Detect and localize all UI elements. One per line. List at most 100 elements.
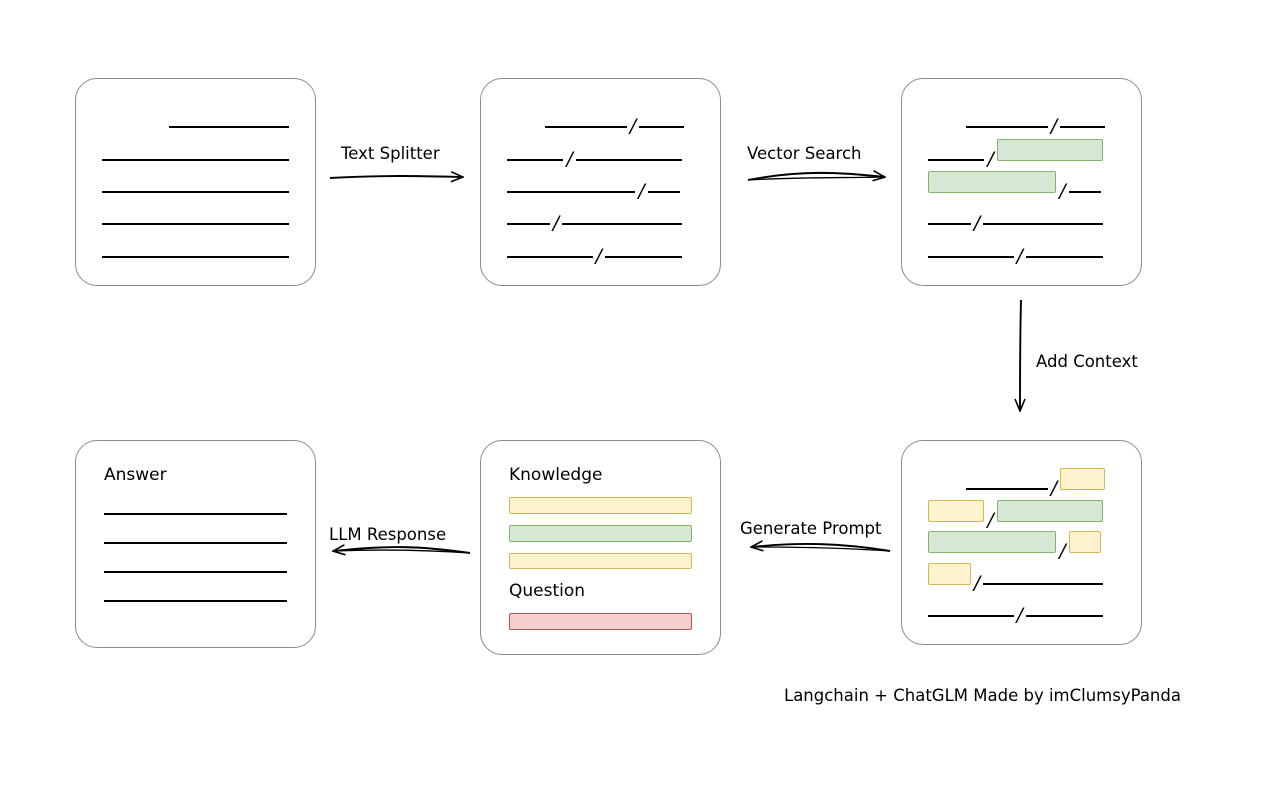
segment-separator: / [638,179,645,202]
text-rule [1025,255,1103,258]
text-rule [102,158,289,161]
text-rule [544,126,627,129]
document-line: / [928,531,1115,563]
segment-separator: / [1016,604,1023,627]
segment-separator: / [1059,179,1066,202]
text-rule [928,158,985,161]
text-rule [647,190,681,193]
arrow-add-context [1020,299,1021,410]
text-rule [1025,615,1103,618]
document-line: / [928,563,1115,595]
document-line [102,106,289,129]
highlight-chip-green [996,499,1103,522]
segment-separator: / [987,508,994,531]
segment-separator: / [1016,244,1023,267]
document-line: / [928,138,1115,170]
text-rule [928,615,1014,618]
highlight-chip-yellow [928,563,971,586]
text-rule [983,223,1103,226]
source-document-lines [76,79,315,285]
document-line: / [928,499,1115,531]
document-line [102,171,289,193]
knowledge-bar-3 [509,552,692,570]
document-line: / [928,106,1115,138]
segment-separator: / [1050,115,1058,138]
document-line: / [507,236,694,265]
segment-separator: / [973,572,981,595]
arrow-text-splitter [329,176,462,178]
split-chunks-box[interactable]: ///// [480,78,721,286]
highlight-chip-yellow [1060,467,1105,490]
edge-label-llm-response: LLM Response [329,525,447,544]
segment-separator: / [566,147,573,170]
document-line: / [507,203,694,235]
edge-label-text-splitter: Text Splitter [341,144,440,163]
arrow-vector-search [747,173,884,180]
footer-credit: Langchain + ChatGLM Made by imClumsyPand… [784,686,1181,705]
text-rule [965,126,1048,129]
text-rule [507,223,550,226]
document-line: / [928,203,1115,235]
text-rule [604,255,682,258]
knowledge-bar-1 [509,497,692,514]
highlight-chip-green [928,531,1057,554]
matched-chunks-box[interactable]: / / / / / [901,78,1142,286]
edge-label-generate-prompt: Generate Prompt [740,519,882,538]
document-line: / [928,236,1115,267]
text-rule [102,223,289,226]
text-rule [169,126,289,129]
document-line [102,203,289,226]
document-line: / [507,139,694,170]
text-rule [639,126,684,129]
matched-chunks-lines: / / / / / [902,79,1141,285]
answer-line [104,600,287,602]
edge-label-add-context: Add Context [1036,352,1138,371]
document-line [102,139,289,161]
knowledge-bar-2 [509,524,692,542]
knowledge-label: Knowledge [509,465,603,485]
segment-separator: / [987,147,994,170]
context-chunks-box[interactable]: / / / / / [901,440,1142,645]
text-rule [507,190,636,193]
split-chunks-lines: ///// [481,79,720,285]
highlight-chip-green [928,170,1057,193]
text-rule [928,223,971,226]
answer-box[interactable]: Answer [75,440,316,648]
document-line: / [507,171,694,202]
highlight-chip-yellow [1068,531,1102,554]
text-rule [1060,126,1105,129]
text-rule [102,255,289,258]
answer-contents: Answer [76,441,315,647]
answer-line [104,513,287,515]
segment-separator: / [629,115,637,138]
highlight-chip-green [996,138,1103,161]
text-rule [1068,190,1102,193]
text-rule [928,255,1014,258]
document-line: / [928,170,1115,202]
text-rule [102,190,289,193]
highlight-chip-yellow [928,499,985,522]
text-rule [562,223,682,226]
arrow-llm-response [334,547,471,553]
segment-separator: / [1050,476,1058,499]
answer-line [104,542,287,544]
text-rule [965,487,1048,490]
segment-separator: / [552,212,560,235]
edge-label-vector-search: Vector Search [747,144,862,163]
answer-label: Answer [104,465,167,485]
segment-separator: / [973,212,981,235]
question-label: Question [509,581,586,602]
document-line: / [928,595,1115,627]
document-line: / [507,106,694,138]
document-line: / [928,467,1115,499]
segment-separator: / [1059,540,1066,563]
text-rule [575,158,682,161]
arrow-generate-prompt [752,544,891,552]
text-rule [507,158,564,161]
source-document-box[interactable] [75,78,316,286]
context-chunks-lines: / / / / / [902,441,1141,644]
document-line [102,236,289,258]
